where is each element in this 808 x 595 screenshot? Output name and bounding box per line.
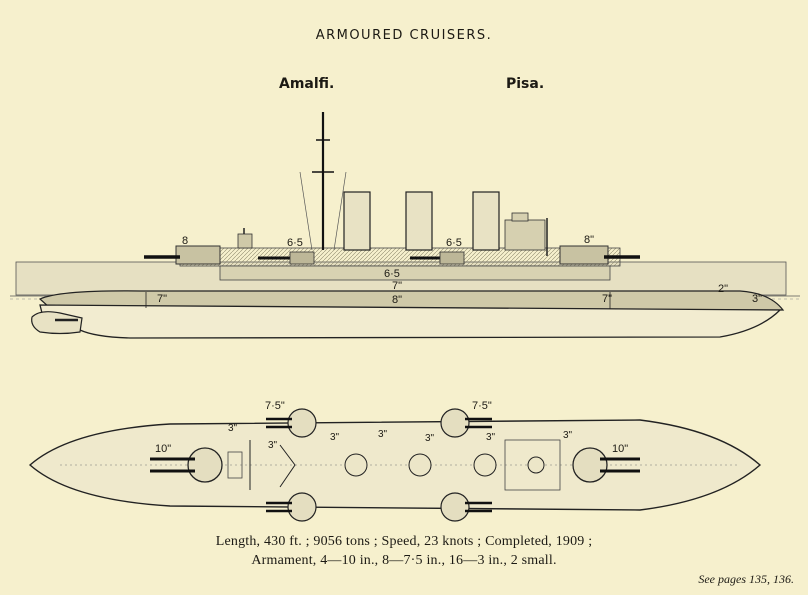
label-plan-aft-turret: 10" [612, 443, 628, 455]
caption-line-2: Armament, 4—10 in., 8—7·5 in., 16—3 in.,… [251, 553, 557, 568]
page-title: ARMOURED CRUISERS. [315, 28, 493, 43]
funnel-2 [405, 191, 433, 251]
underwater-hull [39, 304, 782, 339]
label-plan-fore-turret: 10" [155, 443, 171, 455]
label-3in-c: 3" [330, 432, 340, 443]
battery-deck [219, 265, 611, 281]
deck-plan: 10" 10" 7·5" 7·5" 3" 3" 3" 3" 3" 3" 3" [28, 400, 762, 522]
ship-name-amalfi: Amalfi. [279, 76, 335, 92]
see-pages-reference: See pages 135, 136. [698, 572, 794, 586]
label-casemate-fore: 6·5 [287, 237, 303, 249]
label-plan-wing-fore: 7·5" [265, 400, 285, 412]
label-fore-turret: 8 [182, 235, 188, 247]
label-belt-mid: 7" [392, 280, 402, 292]
label-3in-d: 3" [378, 429, 388, 440]
label-plan-wing-aft: 7·5" [472, 400, 492, 412]
ship-name-pisa: Pisa. [506, 76, 545, 92]
stern-shape [31, 311, 83, 335]
plan-aft-turret [572, 447, 608, 483]
armour-belt [38, 290, 785, 311]
label-3in-a: 3" [228, 423, 238, 434]
label-bow: 2" [718, 283, 728, 295]
label-belt-fore: 7" [157, 293, 167, 305]
label-casemate-aft: 6·5 [446, 237, 462, 249]
side-profile: 8 8" 6·5 6·5 6·5 7" 8" 7" 7" 3" 2" [10, 112, 800, 339]
label-belt-upper: 6·5 [384, 268, 400, 280]
caption-line-1: Length, 430 ft. ; 9056 tons ; Speed, 23 … [215, 534, 593, 549]
label-stern: 3" [752, 293, 762, 305]
plan-fore-turret [187, 447, 223, 483]
label-3in-f: 3" [486, 432, 496, 443]
funnel-1 [343, 191, 371, 251]
label-3in-b: 3" [268, 440, 278, 451]
label-belt-aft: 7" [602, 293, 612, 305]
label-belt-main: 8" [392, 294, 402, 306]
upper-deck [179, 247, 621, 267]
label-3in-e: 3" [425, 433, 435, 444]
label-aft-turret: 8" [584, 234, 594, 246]
funnel-3 [472, 191, 500, 251]
label-3in-g: 3" [563, 430, 573, 441]
